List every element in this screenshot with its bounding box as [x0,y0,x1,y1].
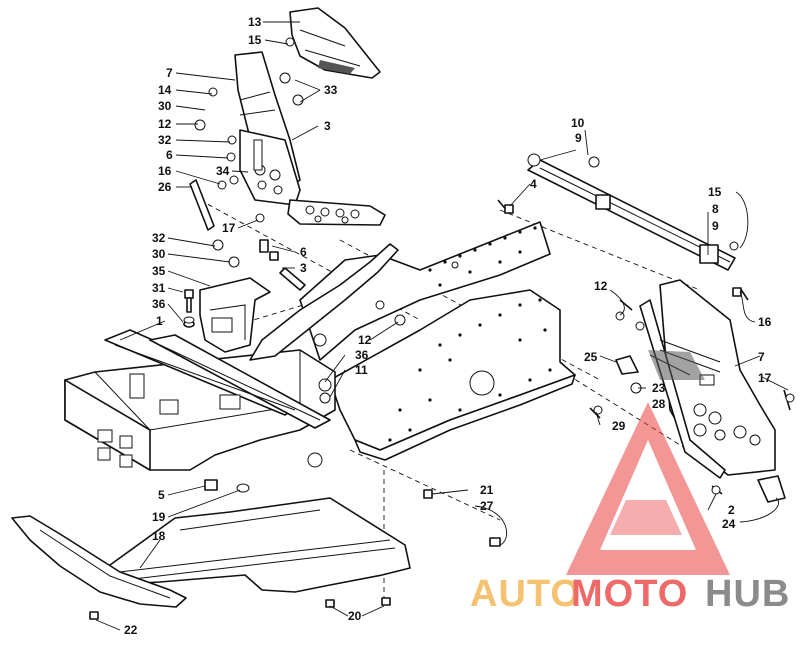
callout-6: 6 [300,245,307,259]
upper-handlebar-bracket [289,7,381,79]
watermark-auto: AUTO [470,573,581,615]
strap-24 [757,475,786,503]
front-nose-pan [11,515,187,608]
watermark-triangle-icon [566,402,730,575]
callout-5: 5 [158,488,165,502]
callout-3: 3 [324,119,331,133]
callout-18: 18 [152,529,166,543]
callout-24: 24 [722,517,736,531]
callout-32: 32 [152,231,166,245]
callout-33: 33 [324,83,338,97]
rear-cross-shaft [527,153,736,271]
callout-11: 11 [355,363,368,377]
mesh-screen [648,350,705,380]
callout-4: 4 [530,177,537,191]
callout-26: 26 [158,180,172,194]
callout-15: 15 [248,33,262,47]
steering-rod [189,179,215,231]
callout-34: 34 [216,164,230,178]
callout-1: 1 [156,314,163,328]
callout-36: 36 [152,297,166,311]
callout-6: 6 [166,148,173,162]
engine-mount-bracket [199,277,271,353]
callout-35: 35 [152,264,166,278]
rear-side-plate [639,279,776,479]
callout-13: 13 [248,15,262,29]
callout-36: 36 [355,348,369,362]
callout-7: 7 [166,66,173,80]
callout-17: 17 [222,221,236,235]
callout-28: 28 [652,397,666,411]
callout-9: 9 [575,131,582,145]
watermark-logo: AUTO MOTO HUB [470,402,790,615]
rivet-dots [388,226,552,442]
callout-9: 9 [712,219,719,233]
callout-12: 12 [358,333,372,347]
callout-21: 21 [480,483,494,497]
callout-3: 3 [300,261,307,275]
footrest-plate [287,199,386,226]
callout-32: 32 [158,133,172,147]
callout-29: 29 [612,419,626,433]
watermark-hub: HUB [705,573,790,615]
callout-14: 14 [158,83,172,97]
callout-12: 12 [594,279,608,293]
callout-22: 22 [124,623,138,637]
callout-20: 20 [348,609,362,623]
main-chassis-frame [64,221,576,471]
callout-15: 15 [708,185,722,199]
callout-2: 2 [728,503,735,517]
callout-8: 8 [712,202,719,216]
callout-27: 27 [480,499,494,513]
callout-19: 19 [152,510,166,524]
callout-7: 7 [758,350,765,364]
callout-30: 30 [158,99,172,113]
callout-23: 23 [652,381,666,395]
watermark-moto: MOTO [571,573,688,615]
callout-16: 16 [158,164,172,178]
callout-16: 16 [758,315,772,329]
callout-31: 31 [152,281,166,295]
callout-25: 25 [584,350,598,364]
callout-labels: 13 15 7 14 30 12 32 6 16 26 34 33 3 17 3… [124,15,772,637]
steering-support-post [234,51,301,206]
callout-12: 12 [158,117,172,131]
skid-plate [109,497,411,593]
leader-lines [95,21,789,631]
callout-10: 10 [571,116,585,130]
callout-30: 30 [152,247,166,261]
callout-17: 17 [758,371,772,385]
